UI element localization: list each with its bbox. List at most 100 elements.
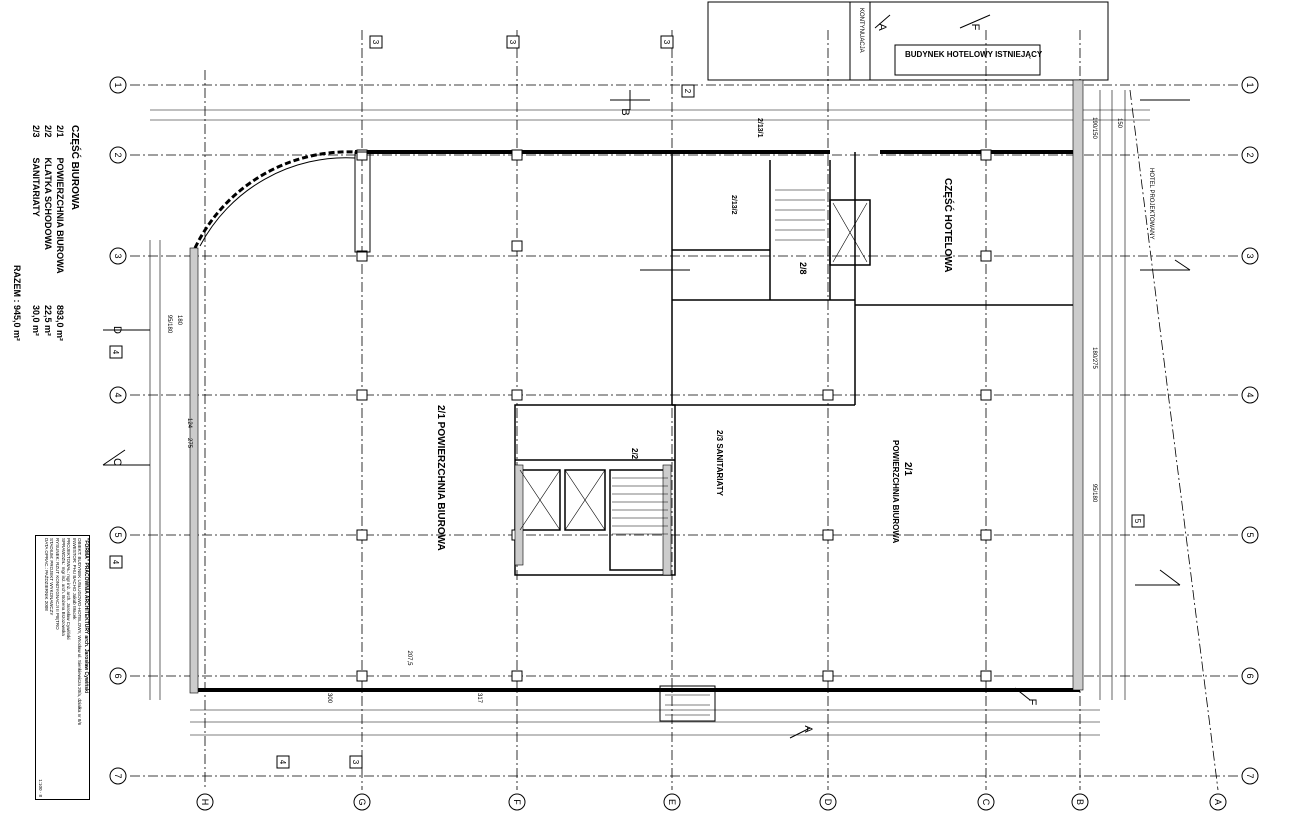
axis-col-label: E <box>667 799 677 805</box>
existing-building-label: BUDYNEK HOTELOWY ISTNIEJĄCY <box>905 50 1043 59</box>
room-label-sanitary: 2/3 SANITARIATY <box>715 430 724 497</box>
legend-area: 30,0 m² <box>31 305 41 337</box>
axis-row-label: 2 <box>1245 152 1255 157</box>
section-marks <box>102 14 1191 739</box>
dim-label: 207,5 <box>406 650 412 666</box>
grid-num: 3 <box>371 40 380 45</box>
stairs <box>612 189 825 716</box>
structural-columns <box>354 149 992 682</box>
grid-num: 3 <box>508 40 517 45</box>
continuation-note: KONTYNUACJA <box>858 8 864 53</box>
dim-label: 124 <box>186 418 192 429</box>
axis-col-label: B <box>1075 799 1085 805</box>
room-label-office-right-code: 2/1 <box>902 462 913 476</box>
title-row: PROJEKTOWAŁ: mgr inż. arch. Jarosław Cyw… <box>66 538 72 640</box>
scale-value: 1:100 <box>37 779 43 791</box>
title-row: INWESTOR: PHU BACHO Jakub Wacek <box>71 538 77 620</box>
legend-row: 2/1 POWIERZCHNIA BIUROWA 893,0 m² <box>55 125 65 385</box>
legend-name: SANITARIATY <box>31 157 41 217</box>
axis-row-label: 3 <box>113 253 123 258</box>
title-row: RYSUNEK: RZUT KONDYGNACJI II PIĘTRO <box>55 538 61 630</box>
grid-number-boxes <box>109 35 1145 769</box>
dim-label: 150 <box>1116 118 1122 129</box>
axis-col-label: G <box>357 798 367 805</box>
title-object-desc: BUDYNEK USŁUGOWO-HOTELOWY, Wrocław ul. S… <box>77 556 83 726</box>
room-label-stair: 2/2 <box>630 448 639 460</box>
section-label: D <box>111 326 123 334</box>
axis-col-label: H <box>200 799 210 806</box>
grid-num: 2 <box>683 89 692 94</box>
dim-label: 180 <box>176 315 182 326</box>
axis-row-label: 2 <box>113 152 123 157</box>
title-row: DATA OPRAC.: PAŹDZIERNIK 2008 <box>43 538 49 611</box>
axis-column-bubbles <box>196 793 1227 811</box>
dim-label: 275 <box>186 438 192 449</box>
grid-num: 4 <box>111 560 120 565</box>
room-label-stair: 2/13/1 <box>756 118 763 138</box>
legend-heading: CZĘŚĆ BIUROWA <box>69 125 80 210</box>
legend-area: 893,0 m² <box>55 305 65 342</box>
axis-row-label: 5 <box>1245 532 1255 537</box>
title-scale: 1:100 · 8 <box>37 779 43 797</box>
title-row: SPRAWDZIŁ: mgr inż. arch. Bożena Brzozow… <box>60 538 66 636</box>
axis-col-label: A <box>1213 799 1223 805</box>
interior-walls <box>514 152 1080 576</box>
room-label-stair: 2/8 <box>798 262 808 275</box>
axis-col-label: F <box>512 799 522 805</box>
axis-row-label: 7 <box>1245 773 1255 778</box>
axis-column-labels: H G F E D C B A <box>200 798 1223 805</box>
legend-code: 2/1 <box>55 125 65 138</box>
section-label: A <box>876 23 888 31</box>
dim-label: 317 <box>476 693 482 704</box>
section-label: B <box>619 108 631 115</box>
grid-num: 3 <box>662 40 671 45</box>
grid-num: 4 <box>278 760 287 765</box>
section-label: A <box>802 725 814 733</box>
dim-label: 95/180 <box>1091 484 1097 503</box>
legend-name: POWIERZCHNIA BIUROWA <box>55 157 65 274</box>
dim-label: 180/275 <box>1091 347 1097 369</box>
legend-area: 22,5 m² <box>43 305 53 337</box>
title-object: OBIEKT: BUDYNEK USŁUGOWO-HOTELOWY, Wrocł… <box>77 538 83 726</box>
section-label: C <box>111 458 123 466</box>
legend-row: 2/2 KLATKA SCHODOWA 22,5 m² <box>43 125 53 385</box>
title-row: STADIUM: PROJEKT WYKONAWCZY <box>49 538 55 616</box>
exterior-walls <box>193 80 1082 692</box>
existing-building <box>707 1 1109 81</box>
grid-num: 4 <box>111 350 120 355</box>
axis-row-label: 6 <box>1245 673 1255 678</box>
legend-code: 2/2 <box>43 125 53 138</box>
axis-row-label: 4 <box>1245 392 1255 397</box>
axis-row-label: 7 <box>113 773 123 778</box>
legend-code: 2/3 <box>31 125 41 138</box>
axis-col-label: D <box>823 799 833 806</box>
grid-num: 5 <box>1133 519 1142 524</box>
section-label: F <box>1026 699 1038 706</box>
grid-num: 3 <box>351 760 360 765</box>
axis-row-labels: 1 2 3 4 5 6 7 1 2 3 4 5 6 7 <box>113 82 1255 778</box>
room-label-stair: 2/13/2 <box>730 195 737 215</box>
room-label-hotel: CZĘŚĆ HOTELOWA <box>942 178 955 272</box>
axis-row-label: 1 <box>1245 82 1255 87</box>
dim-label: 95/180 <box>166 315 172 334</box>
axis-col-label: C <box>981 799 991 806</box>
title-company: "FORMA" PRACOWNIA ARCHITEKTURY arch. Jar… <box>83 538 89 694</box>
hotel-projected-note: HOTEL PROJEKTOWANY <box>1148 168 1154 239</box>
axis-row-bubbles <box>109 76 1259 785</box>
dim-label: 300 <box>326 693 332 704</box>
legend-total: RAZEM : 945,0 m² <box>12 265 22 342</box>
axis-row-label: 4 <box>113 392 123 397</box>
sheet-number: 8 <box>37 794 43 797</box>
axis-row-label: 5 <box>113 532 123 537</box>
dim-label: 190/150 <box>1091 117 1097 139</box>
title-block: "FORMA" PRACOWNIA ARCHITEKTURY arch. Jar… <box>35 535 90 800</box>
legend-row: 2/3 SANITARIATY 30,0 m² <box>31 125 41 385</box>
section-label: F <box>969 24 981 31</box>
room-label-office-left: 2/1 POWIERZCHNIA BIUROWA <box>435 405 446 551</box>
axis-row-label: 1 <box>113 82 123 87</box>
room-label-office-right-name: POWIERZCHNIA BIUROWA <box>891 440 900 543</box>
title-object-label: OBIEKT <box>77 538 83 555</box>
axis-row-label: 3 <box>1245 253 1255 258</box>
axis-row-label: 6 <box>113 673 123 678</box>
